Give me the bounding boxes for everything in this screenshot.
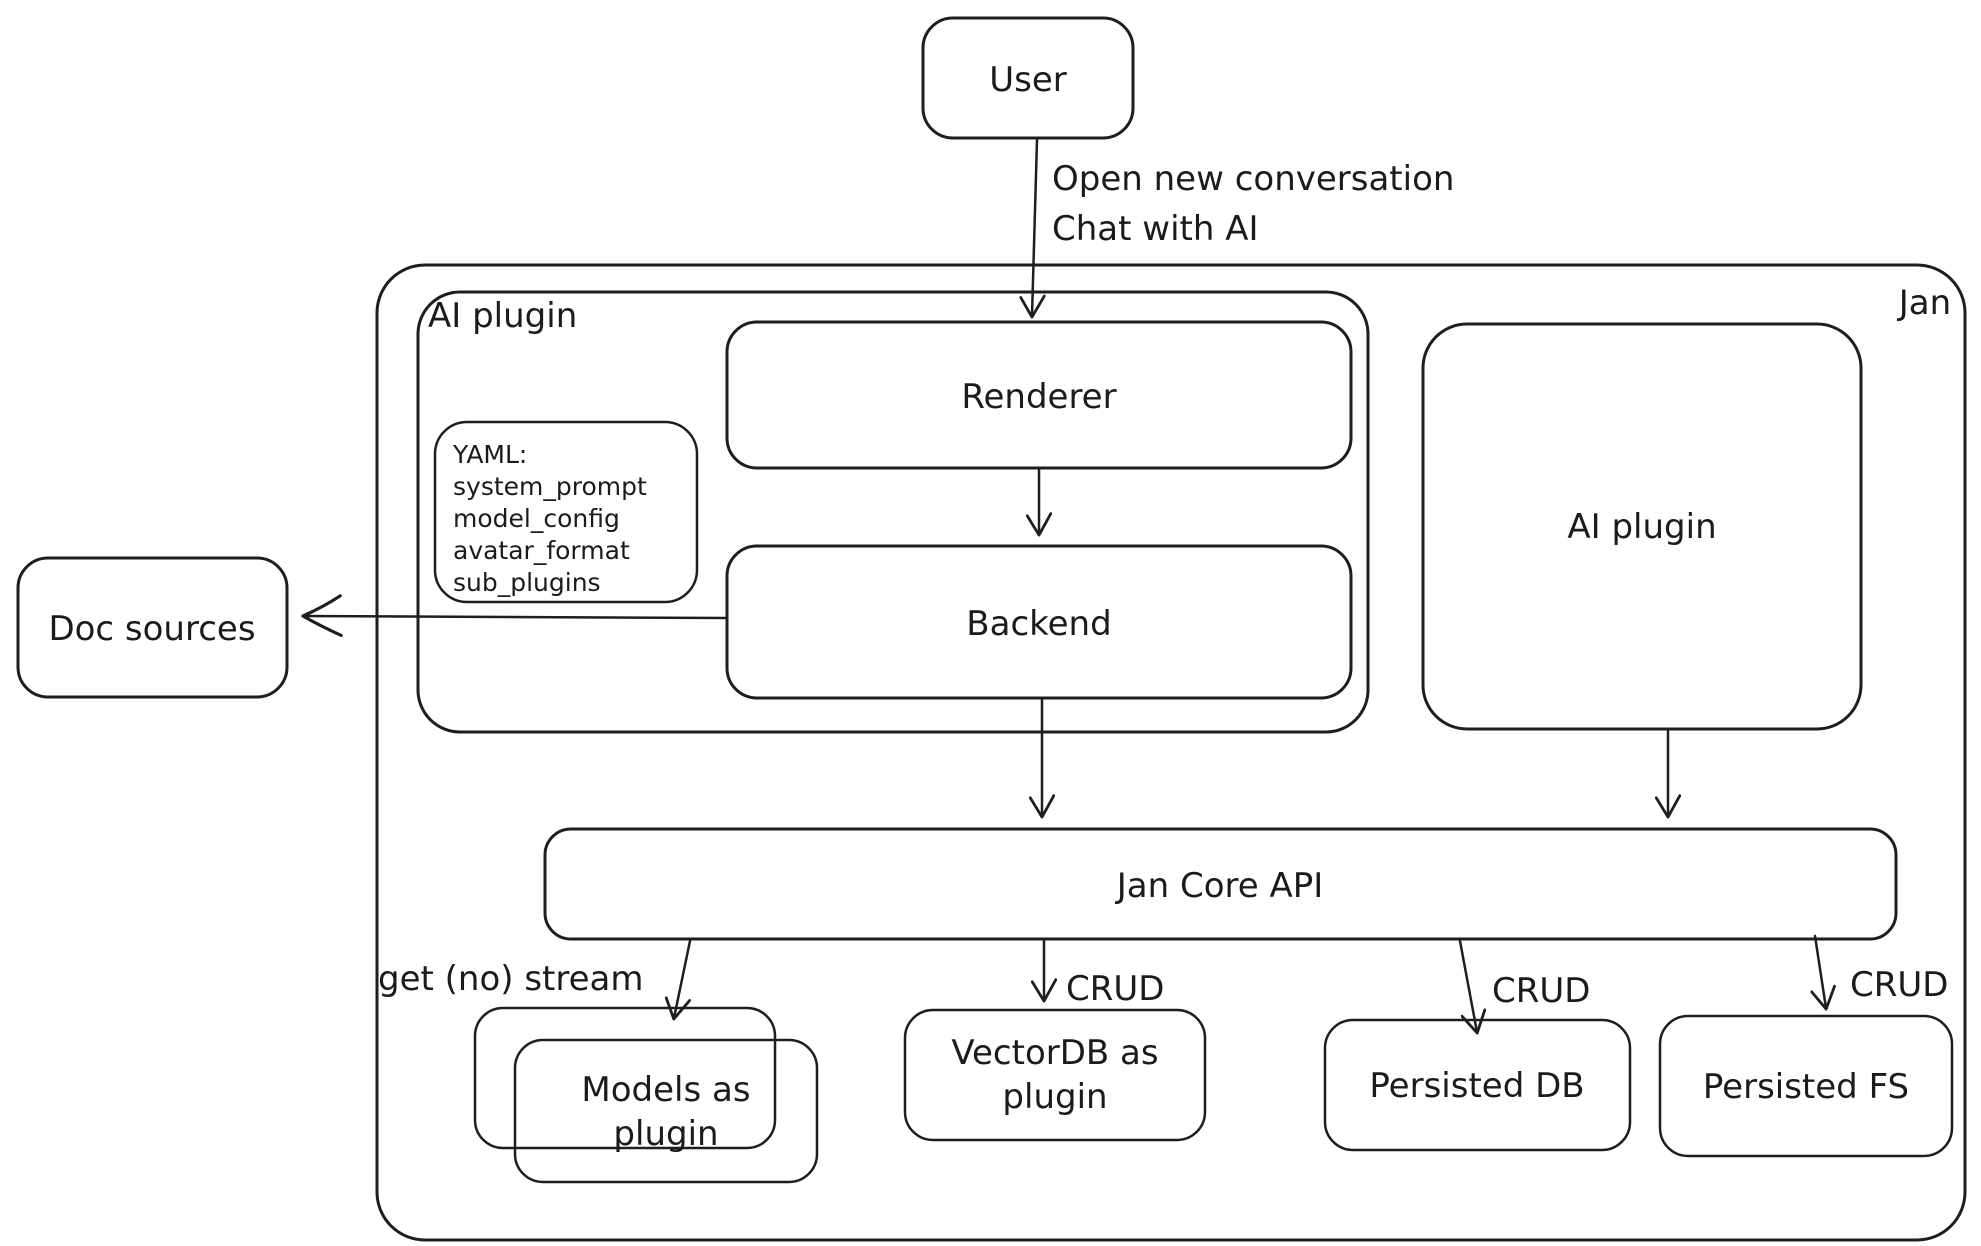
backend-box: [725, 544, 1353, 700]
persisted-fs-label: Persisted FS: [1703, 1067, 1909, 1107]
doc-sources-box: [16, 556, 289, 699]
vectordb-label-line-2: plugin: [1002, 1077, 1107, 1117]
renderer-label: Renderer: [961, 377, 1116, 417]
jan-container-label: Jan: [1897, 283, 1951, 323]
models-as-plugin-front-box: [513, 1038, 819, 1184]
edge-label-crud-persisted-fs: CRUD: [1850, 965, 1948, 1005]
persisted-db-label: Persisted DB: [1369, 1066, 1584, 1106]
doc-sources-label: Doc sources: [48, 609, 255, 649]
edge-label-open-new-conversation: Open new conversation: [1052, 159, 1454, 199]
renderer-box: [725, 320, 1353, 470]
arrow-backend-to-doc-sources: [301, 594, 729, 637]
models-as-plugin-label-line-1: Models as: [581, 1070, 750, 1110]
vectordb-as-plugin-box: [903, 1008, 1207, 1142]
user-label: User: [989, 60, 1067, 100]
edge-label-get-no-stream: get (no) stream: [378, 959, 643, 999]
persisted-fs-box: [1658, 1014, 1954, 1158]
yaml-note-line-4: avatar_format: [453, 536, 630, 565]
models-as-plugin-label-line-2: plugin: [613, 1114, 718, 1154]
yaml-note-line-5: sub_plugins: [453, 568, 601, 597]
arrow-jan-core-to-models: [674, 939, 692, 1018]
arrow-jan-core-to-persisted-db: [1458, 939, 1477, 1032]
models-as-plugin-back-box: [473, 1006, 777, 1150]
arrow-user-to-renderer: [1032, 138, 1037, 316]
backend-label: Backend: [966, 604, 1111, 644]
yaml-note-line-3: model_config: [453, 504, 620, 533]
yaml-note-line-1: YAML:: [452, 440, 527, 469]
ai-plugin-left-label: AI plugin: [428, 296, 577, 336]
jan-container-box: [375, 263, 1967, 1242]
edge-label-crud-vectordb: CRUD: [1066, 969, 1164, 1009]
vectordb-label-line-1: VectorDB as: [951, 1033, 1158, 1073]
yaml-note-line-2: system_prompt: [453, 472, 647, 501]
edge-label-chat-with-ai: Chat with AI: [1052, 209, 1259, 249]
jan-core-api-label: Jan Core API: [1115, 866, 1324, 906]
ai-plugin-left-container-box: [416, 290, 1370, 734]
jan-core-api-box: [543, 827, 1898, 941]
yaml-note-box: [433, 420, 699, 604]
user-box: [921, 16, 1135, 140]
ai-plugin-right-box: [1421, 322, 1863, 731]
ai-plugin-right-label: AI plugin: [1567, 507, 1716, 547]
edge-label-crud-persisted-db: CRUD: [1492, 971, 1590, 1011]
arrow-jan-core-to-persisted-fs: [1815, 934, 1826, 1008]
